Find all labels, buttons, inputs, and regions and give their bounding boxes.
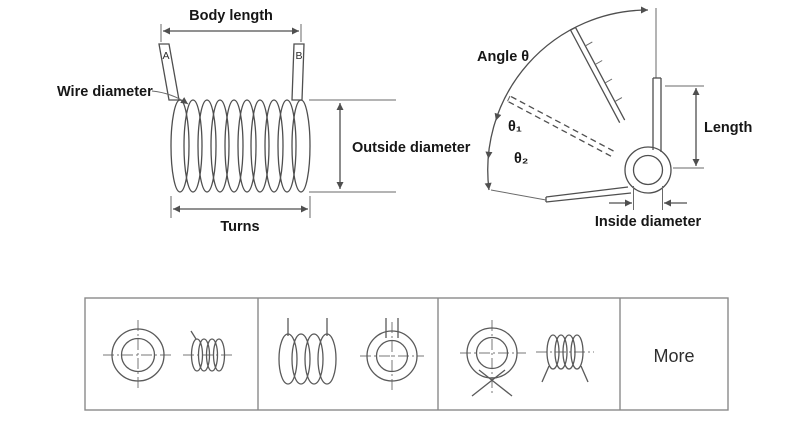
angle-label: Angle θ	[477, 49, 529, 65]
crossed-leg-axial-view-icon	[460, 320, 526, 397]
more-label[interactable]: More	[653, 346, 694, 366]
turns-dimension: Turns	[170, 196, 311, 235]
static-leg	[490, 186, 632, 203]
length-label: Length	[704, 120, 752, 136]
cell-spring-type-1[interactable]	[103, 320, 233, 390]
inside-diameter-label: Inside diameter	[595, 214, 702, 230]
pivot-coil	[624, 146, 672, 194]
double-torsion-spring-icon	[278, 318, 337, 385]
wire-diameter-callout: Wire diameter	[57, 84, 189, 105]
theta1-arc-arrow	[494, 112, 502, 121]
outside-diameter-dimension: Outside diameter	[309, 99, 471, 193]
torsion-angle-diagram: Angle θ θ₁ θ₂ Length Inside diameter	[477, 6, 752, 230]
wire-diameter-label: Wire diameter	[57, 84, 153, 100]
axial-view-with-legs-icon	[360, 318, 424, 392]
turns-label: Turns	[220, 219, 259, 235]
theta1-label: θ₁	[508, 119, 522, 135]
deflected-arm-solid	[569, 26, 626, 124]
angle-sweep-arc	[484, 6, 649, 191]
spring-type-strip: More	[84, 297, 729, 411]
length-dimension: Length	[665, 85, 752, 169]
spring-leg-a: A	[158, 43, 180, 101]
torsion-spring-side-view-icon	[183, 330, 233, 372]
body-length-dimension: Body length	[160, 8, 302, 42]
coil-spring-dimension-diagram: A B Body length Wire diameter Outside di…	[57, 8, 471, 235]
cell-spring-type-2[interactable]	[278, 318, 424, 392]
deflected-arm-dashed	[507, 95, 614, 157]
spring-leg-b: B	[291, 43, 305, 101]
theta2-label: θ₂	[514, 151, 528, 167]
vertical-spring-arm	[652, 77, 662, 152]
end-b-label: B	[295, 50, 302, 62]
inside-diameter-dimension: Inside diameter	[595, 186, 702, 230]
side-coil-with-legs-icon	[536, 334, 594, 383]
body-length-label: Body length	[189, 8, 273, 24]
cell-more[interactable]: More	[653, 346, 694, 366]
end-a-label: A	[162, 50, 169, 62]
outside-diameter-label: Outside diameter	[352, 140, 471, 156]
cell-spring-type-3[interactable]	[460, 320, 594, 397]
coil-body	[170, 99, 311, 193]
